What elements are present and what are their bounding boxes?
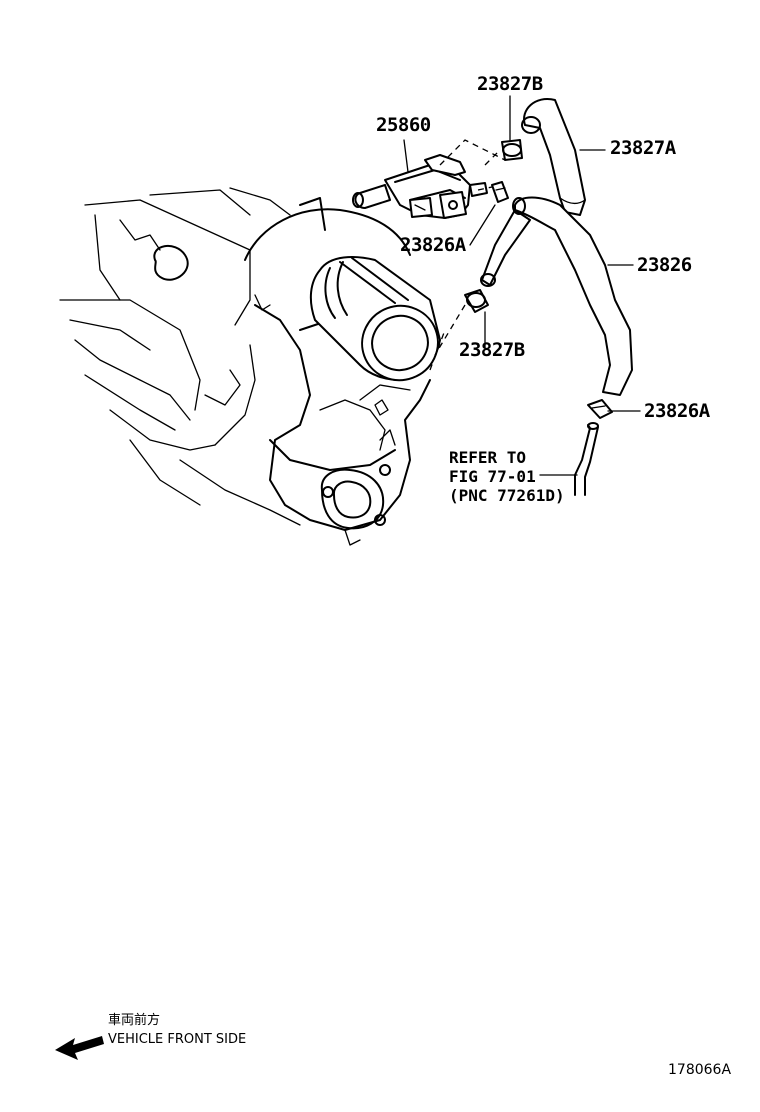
refer-note: REFER TO FIG 77-01 (PNC 77261D): [449, 448, 565, 505]
engine-block: [59, 187, 301, 526]
hose-23826: [480, 196, 633, 396]
part-label-23827b-top: 23827B: [477, 73, 543, 95]
part-label-23826: 23826: [637, 254, 692, 276]
part-label-23826a-lower: 23826A: [644, 400, 710, 422]
routing-dashes: [429, 139, 506, 371]
figure-id: 178066A: [668, 1062, 732, 1078]
hose-23827a: [521, 98, 586, 216]
leader-lines: [403, 95, 641, 476]
refer-line-1: REFER TO: [449, 448, 527, 467]
part-label-23826a-upper: 23826A: [400, 234, 466, 256]
pipe-refer: [574, 422, 599, 496]
part-label-23827a: 23827A: [610, 137, 676, 159]
direction-japanese: 車両前方: [108, 1013, 161, 1028]
intake-duct: [309, 256, 441, 382]
vsv-valve: [352, 154, 488, 219]
part-label-25860: 25860: [376, 114, 431, 136]
refer-line-3: (PNC 77261D): [449, 486, 565, 505]
clamps: [464, 139, 613, 419]
front-arrow-icon: [55, 1036, 104, 1060]
refer-line-2: FIG 77-01: [449, 467, 536, 486]
part-label-23827b-mid: 23827B: [459, 339, 525, 361]
direction-english: VEHICLE FRONT SIDE: [108, 1032, 247, 1047]
